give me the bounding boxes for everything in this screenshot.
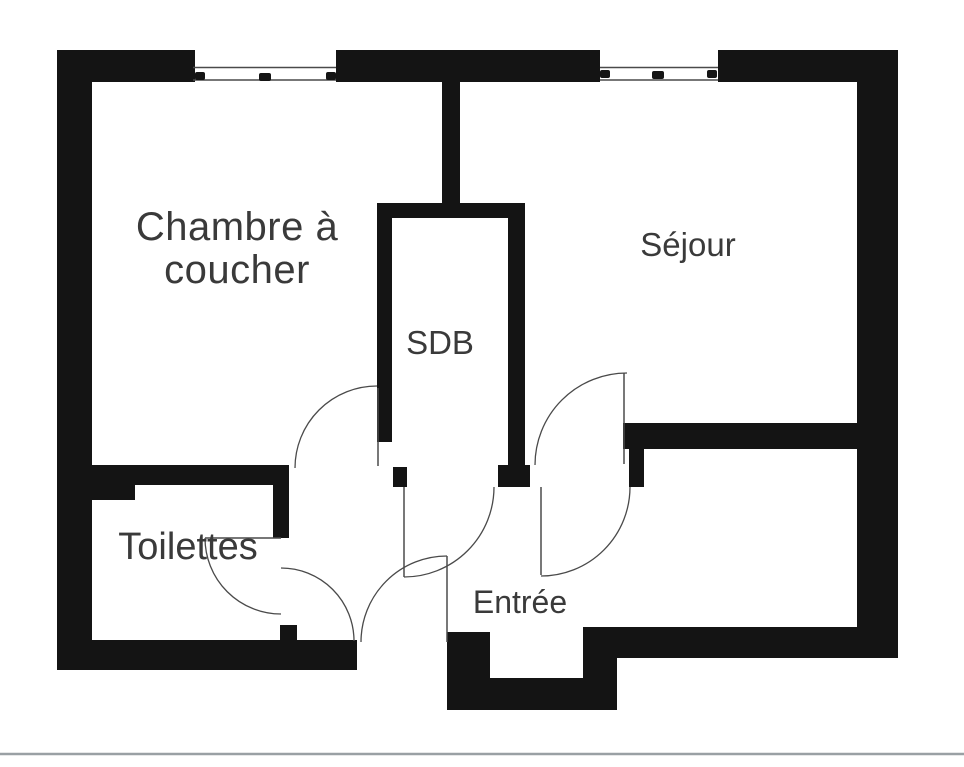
jamb-sdb-right bbox=[498, 465, 530, 487]
jamb-sdb-left bbox=[393, 467, 407, 487]
outer-wall-left bbox=[57, 50, 92, 670]
window-living-tick-2 bbox=[707, 70, 717, 78]
door-bedroom-arc bbox=[294, 385, 378, 469]
wall-sdb-top bbox=[377, 203, 525, 218]
outer-wall-top-middle bbox=[336, 50, 600, 82]
door-sdb-arc bbox=[403, 486, 495, 578]
wall-vestibule-right bbox=[583, 627, 617, 710]
window-bedroom-tick-0 bbox=[195, 72, 205, 80]
room-label-living: Séjour bbox=[640, 226, 736, 263]
door-entrance-arc bbox=[360, 555, 448, 643]
wall-toilettes-right bbox=[273, 465, 289, 538]
room-label-entry: Entrée bbox=[472, 584, 568, 620]
door-hall-swing-arc bbox=[540, 486, 631, 577]
wall-bedroom-living-divider bbox=[442, 82, 460, 203]
outer-wall-bottom-left bbox=[57, 640, 357, 670]
outer-wall-bottom-right bbox=[583, 627, 897, 658]
window-living-tick-1 bbox=[652, 71, 664, 79]
room-label-toilet: Toilettes bbox=[118, 526, 258, 568]
outer-wall-right bbox=[857, 50, 898, 658]
door-toilettes-arc bbox=[204, 537, 282, 615]
wall-sdb-left bbox=[377, 218, 392, 442]
wall-toilettes-step bbox=[92, 485, 135, 500]
room-label-bedroom: Chambre à coucher bbox=[135, 205, 339, 292]
wall-toilettes-top bbox=[92, 465, 288, 485]
room-label-bathroom: SDB bbox=[406, 324, 474, 361]
jamb-living-door bbox=[629, 449, 644, 487]
wall-living-bottom bbox=[623, 423, 857, 449]
wall-sdb-right bbox=[508, 218, 525, 465]
window-bedroom-tick-2 bbox=[326, 72, 336, 80]
door-living-arc bbox=[534, 372, 628, 466]
window-living-tick-0 bbox=[600, 70, 610, 78]
window-bedroom-tick-1 bbox=[259, 73, 271, 81]
door-toilettes-swing-arc bbox=[280, 567, 355, 642]
jamb-toilettes-bottom bbox=[280, 625, 297, 642]
